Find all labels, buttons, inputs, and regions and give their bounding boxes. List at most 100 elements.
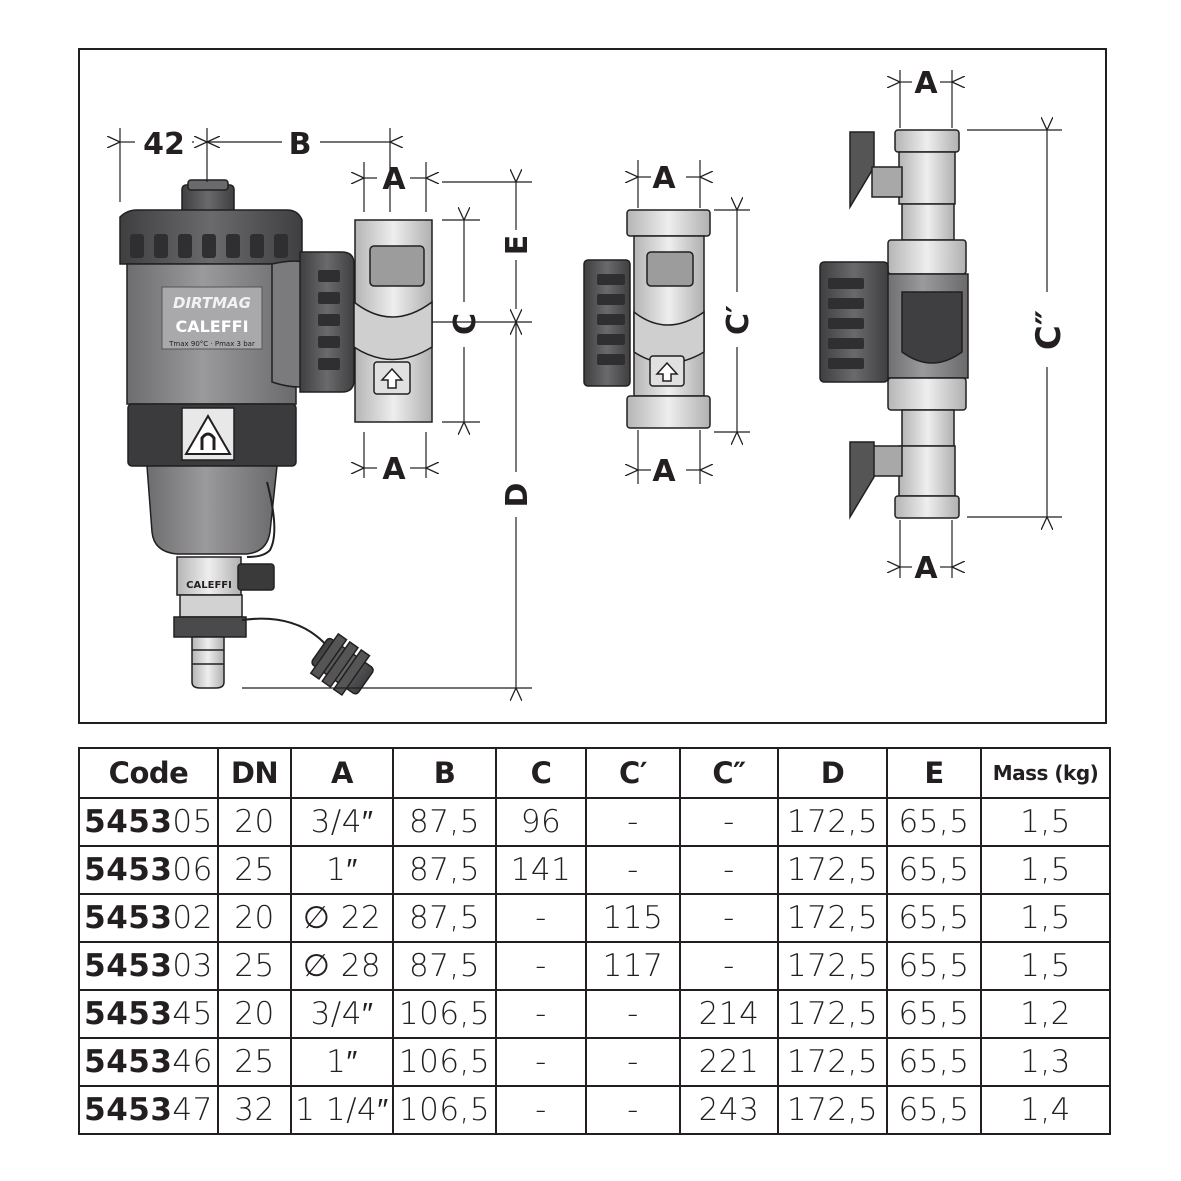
cell-b: 106,5 <box>392 989 497 1039</box>
cell-mass: 1,2 <box>980 989 1111 1039</box>
cell-a: ∅ 28 <box>290 941 394 991</box>
cell-mass: 1,5 <box>980 797 1111 847</box>
cell-c: 141 <box>495 845 587 895</box>
cell-c: - <box>495 941 587 991</box>
code-suffix: 45 <box>172 996 213 1032</box>
cell-d: 172,5 <box>777 797 888 847</box>
cell-a: 3/4″ <box>290 989 394 1039</box>
cell-c-prime: - <box>585 1085 681 1135</box>
cell-b: 87,5 <box>392 845 497 895</box>
dim-a-bottom-left-label: A <box>382 452 406 487</box>
code-cell: 545306 <box>78 845 219 895</box>
cell-c-double-prime: - <box>679 941 779 991</box>
cell-c: - <box>495 893 587 943</box>
header-a: A <box>290 747 394 799</box>
cell-b: 106,5 <box>392 1085 497 1135</box>
cell-c: - <box>495 1085 587 1135</box>
valved-unit <box>819 129 969 520</box>
cell-c-prime: - <box>585 845 681 895</box>
table-header-row: Code DN A B C C′ C″ D E Mass (kg) <box>78 747 1111 799</box>
code-suffix: 02 <box>172 900 213 936</box>
cell-dn: 32 <box>217 1085 292 1135</box>
cell-c-double-prime: - <box>679 845 779 895</box>
cell-c-double-prime: 214 <box>679 989 779 1039</box>
cell-c-double-prime: 243 <box>679 1085 779 1135</box>
cell-dn: 25 <box>217 845 292 895</box>
drawing-frame: DIRTMAG CALEFFI Tmax 90°C · Pmax 3 bar C… <box>78 48 1107 724</box>
dim-c-prime-label: C′ <box>721 305 756 335</box>
caleffi-brand-text: CALEFFI <box>175 317 248 336</box>
table-row: 545345 20 3/4″ 106,5 - - 214 172,5 65,5 … <box>78 989 1111 1039</box>
cell-b: 87,5 <box>392 797 497 847</box>
cell-d: 172,5 <box>777 893 888 943</box>
cell-dn: 20 <box>217 893 292 943</box>
code-suffix: 47 <box>172 1092 213 1128</box>
cell-b: 87,5 <box>392 941 497 991</box>
table-row: 545306 25 1″ 87,5 141 - - 172,5 65,5 1,5 <box>78 845 1111 895</box>
cell-c: - <box>495 1037 587 1087</box>
cell-a: 1 1/4″ <box>290 1085 394 1135</box>
code-suffix: 03 <box>172 948 213 984</box>
cell-mass: 1,5 <box>980 893 1111 943</box>
code-prefix: 5453 <box>84 996 173 1032</box>
dimensions-table: Code DN A B C C′ C″ D E Mass (kg) 545305… <box>78 747 1111 1135</box>
cell-e: 65,5 <box>886 989 982 1039</box>
dim-a-bottom-middle-label: A <box>652 454 676 489</box>
cell-dn: 25 <box>217 1037 292 1087</box>
code-suffix: 05 <box>172 804 213 840</box>
cell-mass: 1,3 <box>980 1037 1111 1087</box>
cell-c-prime: - <box>585 1037 681 1087</box>
cell-c-prime: - <box>585 797 681 847</box>
dim-c-double-prime-label: C″ <box>1029 310 1069 350</box>
valve-brand-text: CALEFFI <box>186 580 232 591</box>
cell-c-prime: 117 <box>585 941 681 991</box>
header-c-double-prime: C″ <box>679 747 779 799</box>
table-row: 545346 25 1″ 106,5 - - 221 172,5 65,5 1,… <box>78 1037 1111 1087</box>
table-row: 545303 25 ∅ 28 87,5 - 117 - 172,5 65,5 1… <box>78 941 1111 991</box>
body-specs-text: Tmax 90°C · Pmax 3 bar <box>168 340 255 348</box>
code-prefix: 5453 <box>84 852 173 888</box>
dim-c-label: C <box>448 313 483 335</box>
cell-dn: 20 <box>217 797 292 847</box>
cell-a: 1″ <box>290 845 394 895</box>
dim-b-label: B <box>289 127 312 162</box>
cell-d: 172,5 <box>777 845 888 895</box>
cell-e: 65,5 <box>886 1037 982 1087</box>
header-mass: Mass (kg) <box>980 747 1111 799</box>
cell-c: - <box>495 989 587 1039</box>
cell-b: 106,5 <box>392 1037 497 1087</box>
cell-d: 172,5 <box>777 1037 888 1087</box>
header-c: C <box>495 747 587 799</box>
cell-e: 65,5 <box>886 1085 982 1135</box>
compression-unit <box>583 209 711 429</box>
dirtmag-logo-text: DIRTMAG <box>173 294 251 312</box>
dim-e-label: E <box>500 235 535 256</box>
dim-a-top-middle-label: A <box>652 161 676 196</box>
cell-c-double-prime: - <box>679 797 779 847</box>
dim-a-bottom-right-label: A <box>914 551 938 586</box>
cell-a: 1″ <box>290 1037 394 1087</box>
cell-dn: 20 <box>217 989 292 1039</box>
header-b: B <box>392 747 497 799</box>
cell-dn: 25 <box>217 941 292 991</box>
cell-e: 65,5 <box>886 941 982 991</box>
dimension-lines <box>120 70 1062 688</box>
table-row: 545305 20 3/4″ 87,5 96 - - 172,5 65,5 1,… <box>78 797 1111 847</box>
code-cell: 545303 <box>78 941 219 991</box>
code-prefix: 5453 <box>84 900 173 936</box>
code-cell: 545305 <box>78 797 219 847</box>
code-cell: 545346 <box>78 1037 219 1087</box>
code-prefix: 5453 <box>84 804 173 840</box>
code-suffix: 06 <box>172 852 213 888</box>
code-suffix: 46 <box>172 1044 213 1080</box>
cell-e: 65,5 <box>886 845 982 895</box>
code-prefix: 5453 <box>84 948 173 984</box>
cell-mass: 1,5 <box>980 941 1111 991</box>
cell-a: ∅ 22 <box>290 893 394 943</box>
code-prefix: 5453 <box>84 1092 173 1128</box>
code-cell: 545302 <box>78 893 219 943</box>
header-code: Code <box>78 747 219 799</box>
dim-42-label: 42 <box>143 127 185 162</box>
table-row: 545302 20 ∅ 22 87,5 - 115 - 172,5 65,5 1… <box>78 893 1111 943</box>
technical-drawing: DIRTMAG CALEFFI Tmax 90°C · Pmax 3 bar C… <box>80 66 1069 726</box>
